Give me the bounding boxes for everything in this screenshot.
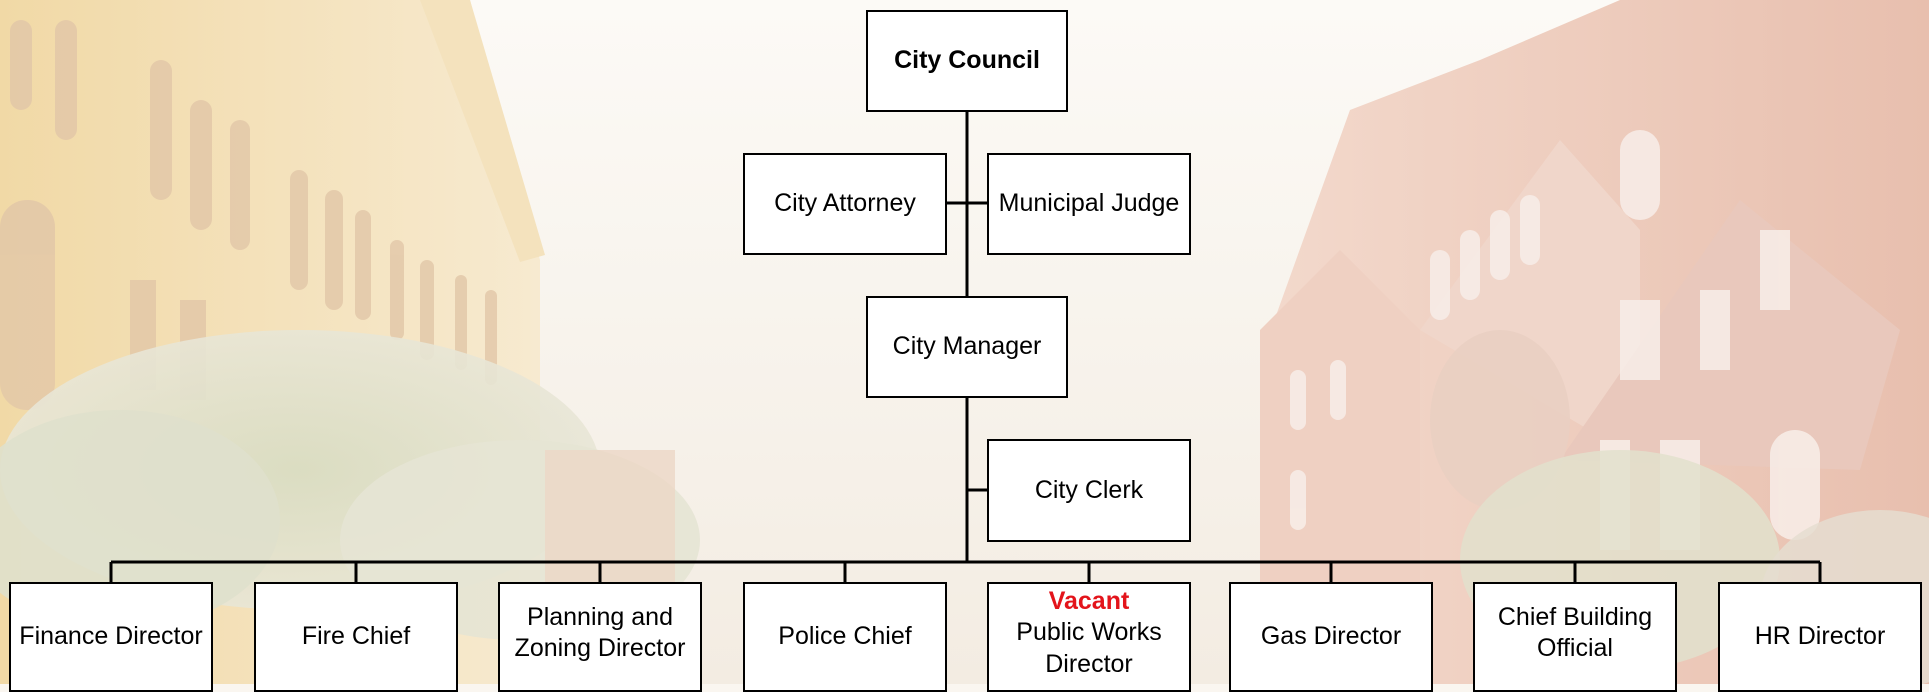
gas-director-label: Gas Director xyxy=(1260,622,1402,651)
chief-building-official-box: Chief Building Official xyxy=(1473,582,1677,692)
city-clerk-box: City Clerk xyxy=(987,439,1191,542)
city-attorney-box: City Attorney xyxy=(743,153,947,255)
finance-director-box: Finance Director xyxy=(9,582,213,692)
public-works-director-box: Vacant Public Works Director xyxy=(987,582,1191,692)
planning-label-line1: Planning and xyxy=(527,603,673,631)
public-works-label-line1: Public Works xyxy=(1016,618,1162,647)
planning-zoning-director-box: Planning and Zoning Director xyxy=(498,582,702,692)
municipal-judge-box: Municipal Judge xyxy=(987,153,1191,255)
city-council-label: City Council xyxy=(894,46,1040,75)
city-clerk-label: City Clerk xyxy=(1034,475,1144,504)
hr-director-label: HR Director xyxy=(1754,622,1886,651)
hr-director-box: HR Director xyxy=(1718,582,1922,692)
vacant-status-label: Vacant xyxy=(1048,587,1130,615)
municipal-judge-label: Municipal Judge xyxy=(998,189,1180,218)
building-label-line2: Official xyxy=(1537,634,1613,663)
planning-label-line2: Zoning Director xyxy=(514,634,686,663)
city-manager-label: City Manager xyxy=(892,332,1042,361)
finance-director-label: Finance Director xyxy=(19,622,203,651)
police-chief-box: Police Chief xyxy=(743,582,947,692)
city-manager-box: City Manager xyxy=(866,296,1068,398)
city-council-box: City Council xyxy=(866,10,1068,112)
police-chief-label: Police Chief xyxy=(778,622,912,651)
gas-director-box: Gas Director xyxy=(1229,582,1433,692)
building-label-line1: Chief Building xyxy=(1497,603,1653,631)
city-attorney-label: City Attorney xyxy=(774,189,916,218)
public-works-label-line2: Director xyxy=(1045,649,1133,678)
fire-chief-label: Fire Chief xyxy=(301,622,411,651)
fire-chief-box: Fire Chief xyxy=(254,582,458,692)
